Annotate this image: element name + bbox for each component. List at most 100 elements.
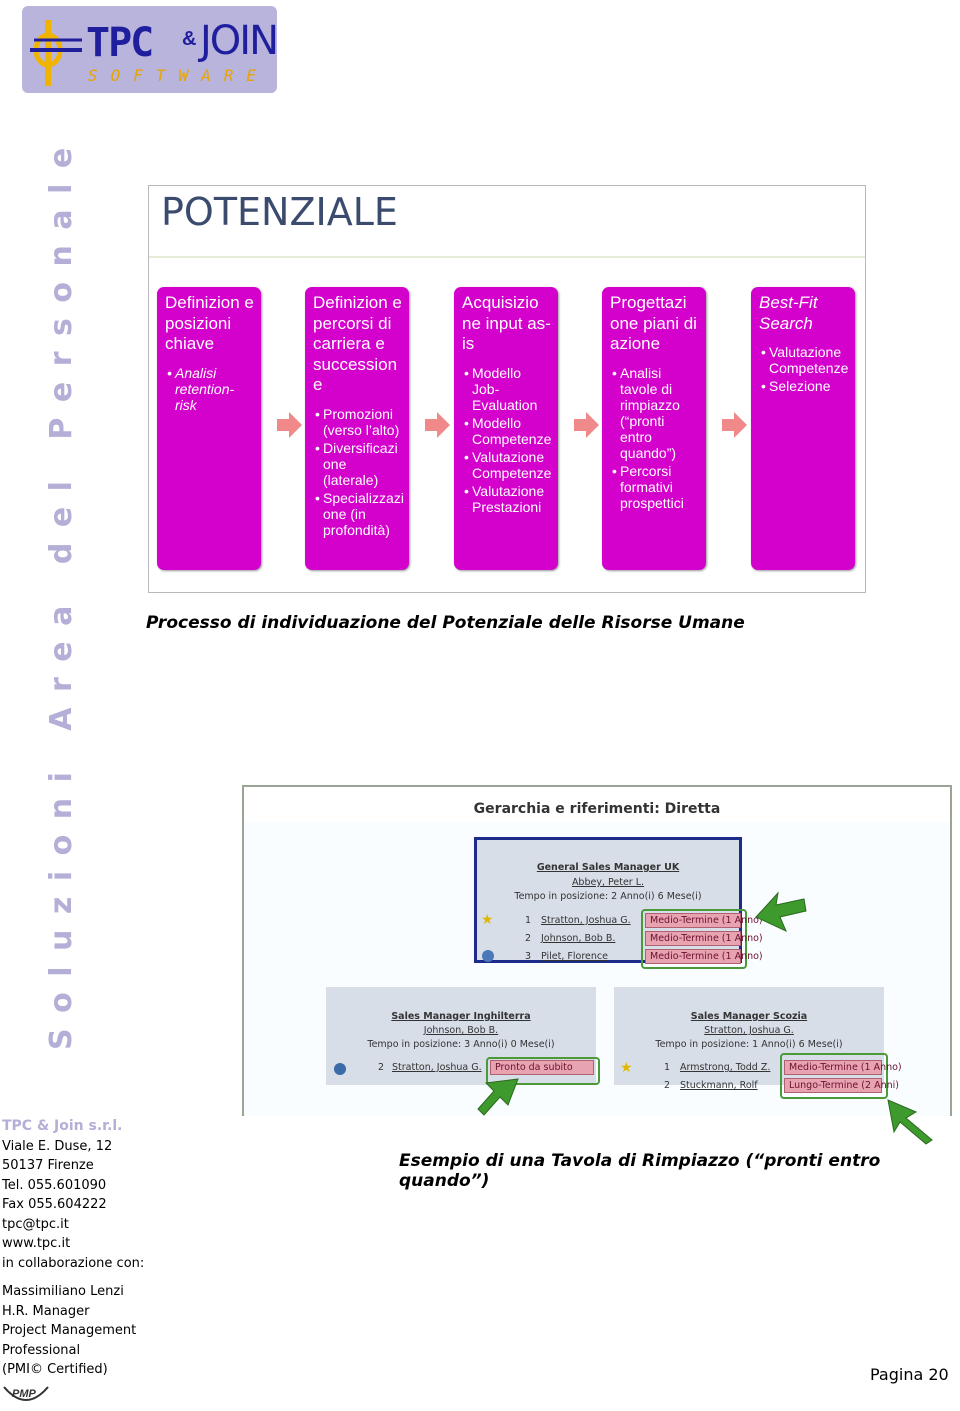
step-bullet: Promozioni (verso l’alto): [315, 406, 403, 438]
step-bullet: Valutazione Competenze: [761, 344, 849, 376]
address-line: Viale E. Duse, 12: [2, 1138, 113, 1154]
successor-name[interactable]: Johnson, Bob B.: [541, 933, 616, 944]
readiness-tag: Medio-Termine (1 Anno): [645, 913, 763, 928]
successor-row: 1 Stratton, Joshua G.: [525, 915, 725, 931]
rank: 2: [525, 933, 532, 944]
company-contacts: TPC & Join s.r.l. Viale E. Duse, 12 5013…: [2, 1117, 144, 1273]
tenure: Tempo in posizione: 1 Anno(i) 6 Mese(i): [655, 1039, 843, 1050]
step-arrow-icon: [722, 412, 747, 438]
process-step-box: Definizion e posizioni chiaveAnalisi ret…: [157, 287, 261, 570]
website-link[interactable]: www.tpc.it: [2, 1236, 71, 1251]
person-name: Massimiliano Lenzi: [2, 1284, 124, 1299]
manager-name[interactable]: Stratton, Joshua G.: [704, 1025, 794, 1036]
successor-row: 2 Stuckmann, Rolf: [664, 1080, 784, 1096]
step-heading: Definizion e percorsi di carriera e succ…: [313, 293, 402, 394]
step-bullet: Specializzazi one (in profondità): [315, 490, 404, 538]
logo-software: SOFTWARE: [88, 66, 270, 85]
phone-line: Tel. 055.601090: [2, 1177, 107, 1193]
step-bullet: Analisi tavole di rimpiazzo (“pronti ent…: [612, 365, 700, 461]
figure1-caption: Processo di individuazione del Potenzial…: [146, 613, 745, 633]
company-logo: TPC & JOIN SOFTWARE: [22, 6, 279, 93]
step-heading: Acquisizio ne input as-is: [462, 293, 551, 353]
figure-title: POTENZIALE: [161, 190, 398, 234]
right-manager-panel: Sales Manager Scozia Stratton, Joshua G.…: [614, 987, 902, 1099]
successor-row: 3 Pilet, Florence: [525, 951, 725, 967]
title-rule: [149, 256, 865, 258]
globe-icon: [334, 1063, 346, 1075]
person-title: Project Management: [2, 1323, 137, 1338]
replacement-table-figure: Gerarchia e riferimenti: Diretta General…: [242, 785, 952, 1116]
readiness-tag: Lungo-Termine (2 Anni): [784, 1078, 899, 1093]
process-step-box: Acquisizio ne input as-isModello Job-Eva…: [454, 287, 558, 570]
page-number: Pagina 20: [870, 1365, 949, 1384]
pmp-logo-text: PMP: [12, 1388, 37, 1400]
user-icon: [482, 950, 494, 962]
step-bullet: Valutazione Competenze: [464, 449, 552, 481]
step-bullet: Analisi retention-risk: [167, 365, 255, 413]
step-arrow-icon: [574, 412, 599, 438]
successor-name[interactable]: Armstrong, Todd Z.: [680, 1062, 771, 1073]
collaboration-line: in collaborazione con:: [2, 1255, 145, 1271]
step-bullet: Percorsi formativi prospettici: [612, 463, 700, 511]
successor-name[interactable]: Stratton, Joshua G.: [392, 1062, 482, 1073]
city-line: 50137 Firenze: [2, 1158, 94, 1173]
potenziale-figure: POTENZIALE Definizion e posizioni chiave…: [148, 185, 866, 593]
pmp-logo: PMP: [3, 1386, 49, 1401]
role-title: General Sales Manager UK: [536, 862, 680, 873]
step-bullet: Valutazione Prestazioni: [464, 483, 552, 515]
successor-name[interactable]: Stratton, Joshua G.: [541, 915, 631, 926]
person-role: H.R. Manager: [2, 1303, 90, 1319]
step-bullets: Valutazione CompetenzeSelezione: [759, 344, 849, 394]
successor-row: 1 Armstrong, Todd Z.: [664, 1062, 784, 1078]
pointer-arrow-icon: [887, 1099, 933, 1145]
readiness-tag: Medio-Termine (1 Anno): [784, 1060, 902, 1075]
manager-name[interactable]: Abbey, Peter L.: [571, 877, 645, 888]
step-bullet: Modello Competenze: [464, 415, 552, 447]
successor-row: 2 Johnson, Bob B.: [525, 933, 725, 949]
person-title-cont: Professional: [2, 1342, 81, 1358]
top-manager-panel: General Sales Manager UK Abbey, Peter L.…: [474, 837, 763, 969]
readiness-group: [780, 1053, 888, 1099]
logo-tpc: TPC: [86, 20, 154, 66]
side-title: Soluzioni Area del Personale: [44, 132, 79, 1050]
hierarchy-title: Gerarchia e riferimenti: Diretta: [473, 801, 721, 817]
role-title: Sales Manager Inghilterra: [391, 1011, 531, 1022]
process-step-box: Definizion e percorsi di carriera e succ…: [305, 287, 409, 570]
successor-row: 2 Stratton, Joshua G.: [378, 1062, 498, 1078]
company-name: TPC & Join s.r.l.: [2, 1118, 123, 1134]
pointer-arrow-icon: [477, 1078, 519, 1116]
email-link[interactable]: tpc@tpc.it: [2, 1216, 69, 1232]
rank: 1: [664, 1062, 671, 1073]
manager-name[interactable]: Johnson, Bob B.: [423, 1025, 499, 1036]
step-bullets: Modello Job-EvaluationModello Competenze…: [462, 365, 552, 515]
successor-name[interactable]: Stuckmann, Rolf: [680, 1080, 758, 1091]
pointer-arrow-icon: [755, 891, 807, 933]
process-step-box: Best-Fit SearchValutazione CompetenzeSel…: [751, 287, 855, 570]
rank: 2: [378, 1062, 385, 1073]
readiness-tag: Medio-Termine (1 Anno): [645, 949, 763, 964]
tenure: Tempo in posizione: 3 Anno(i) 0 Mese(i): [367, 1039, 555, 1050]
rank: 1: [525, 915, 532, 926]
step-heading: Definizion e posizioni chiave: [165, 293, 254, 353]
left-manager-panel: Sales Manager Inghilterra Johnson, Bob B…: [326, 987, 600, 1085]
step-bullet: Diversificazi one (laterale): [315, 440, 403, 488]
logo-amp: &: [182, 28, 197, 50]
star-icon: ★: [481, 912, 494, 928]
readiness-group: [486, 1057, 600, 1085]
readiness-tag: Pronto da subito: [490, 1060, 594, 1075]
readiness-group: [641, 909, 747, 969]
step-bullets: Analisi tavole di rimpiazzo (“pronti ent…: [610, 365, 700, 511]
role-title: Sales Manager Scozia: [690, 1011, 808, 1022]
figure2-caption: Esempio di una Tavola di Rimpiazzo (“pro…: [399, 1151, 881, 1191]
process-step-box: Progettazi one piani di azioneAnalisi ta…: [602, 287, 706, 570]
tenure: Tempo in posizione: 2 Anno(i) 6 Mese(i): [514, 891, 702, 902]
step-heading: Best-Fit Search: [759, 293, 818, 333]
step-bullet: Modello Job-Evaluation: [464, 365, 552, 413]
star-icon: ★: [620, 1060, 633, 1076]
step-bullets: Promozioni (verso l’alto)Diversificazi o…: [313, 406, 404, 538]
fax-line: Fax 055.604222: [2, 1197, 107, 1212]
successor-name[interactable]: Pilet, Florence: [541, 951, 608, 962]
logo-mark-icon: [30, 20, 82, 86]
step-bullet: Selezione: [761, 378, 849, 394]
step-arrow-icon: [425, 412, 450, 438]
